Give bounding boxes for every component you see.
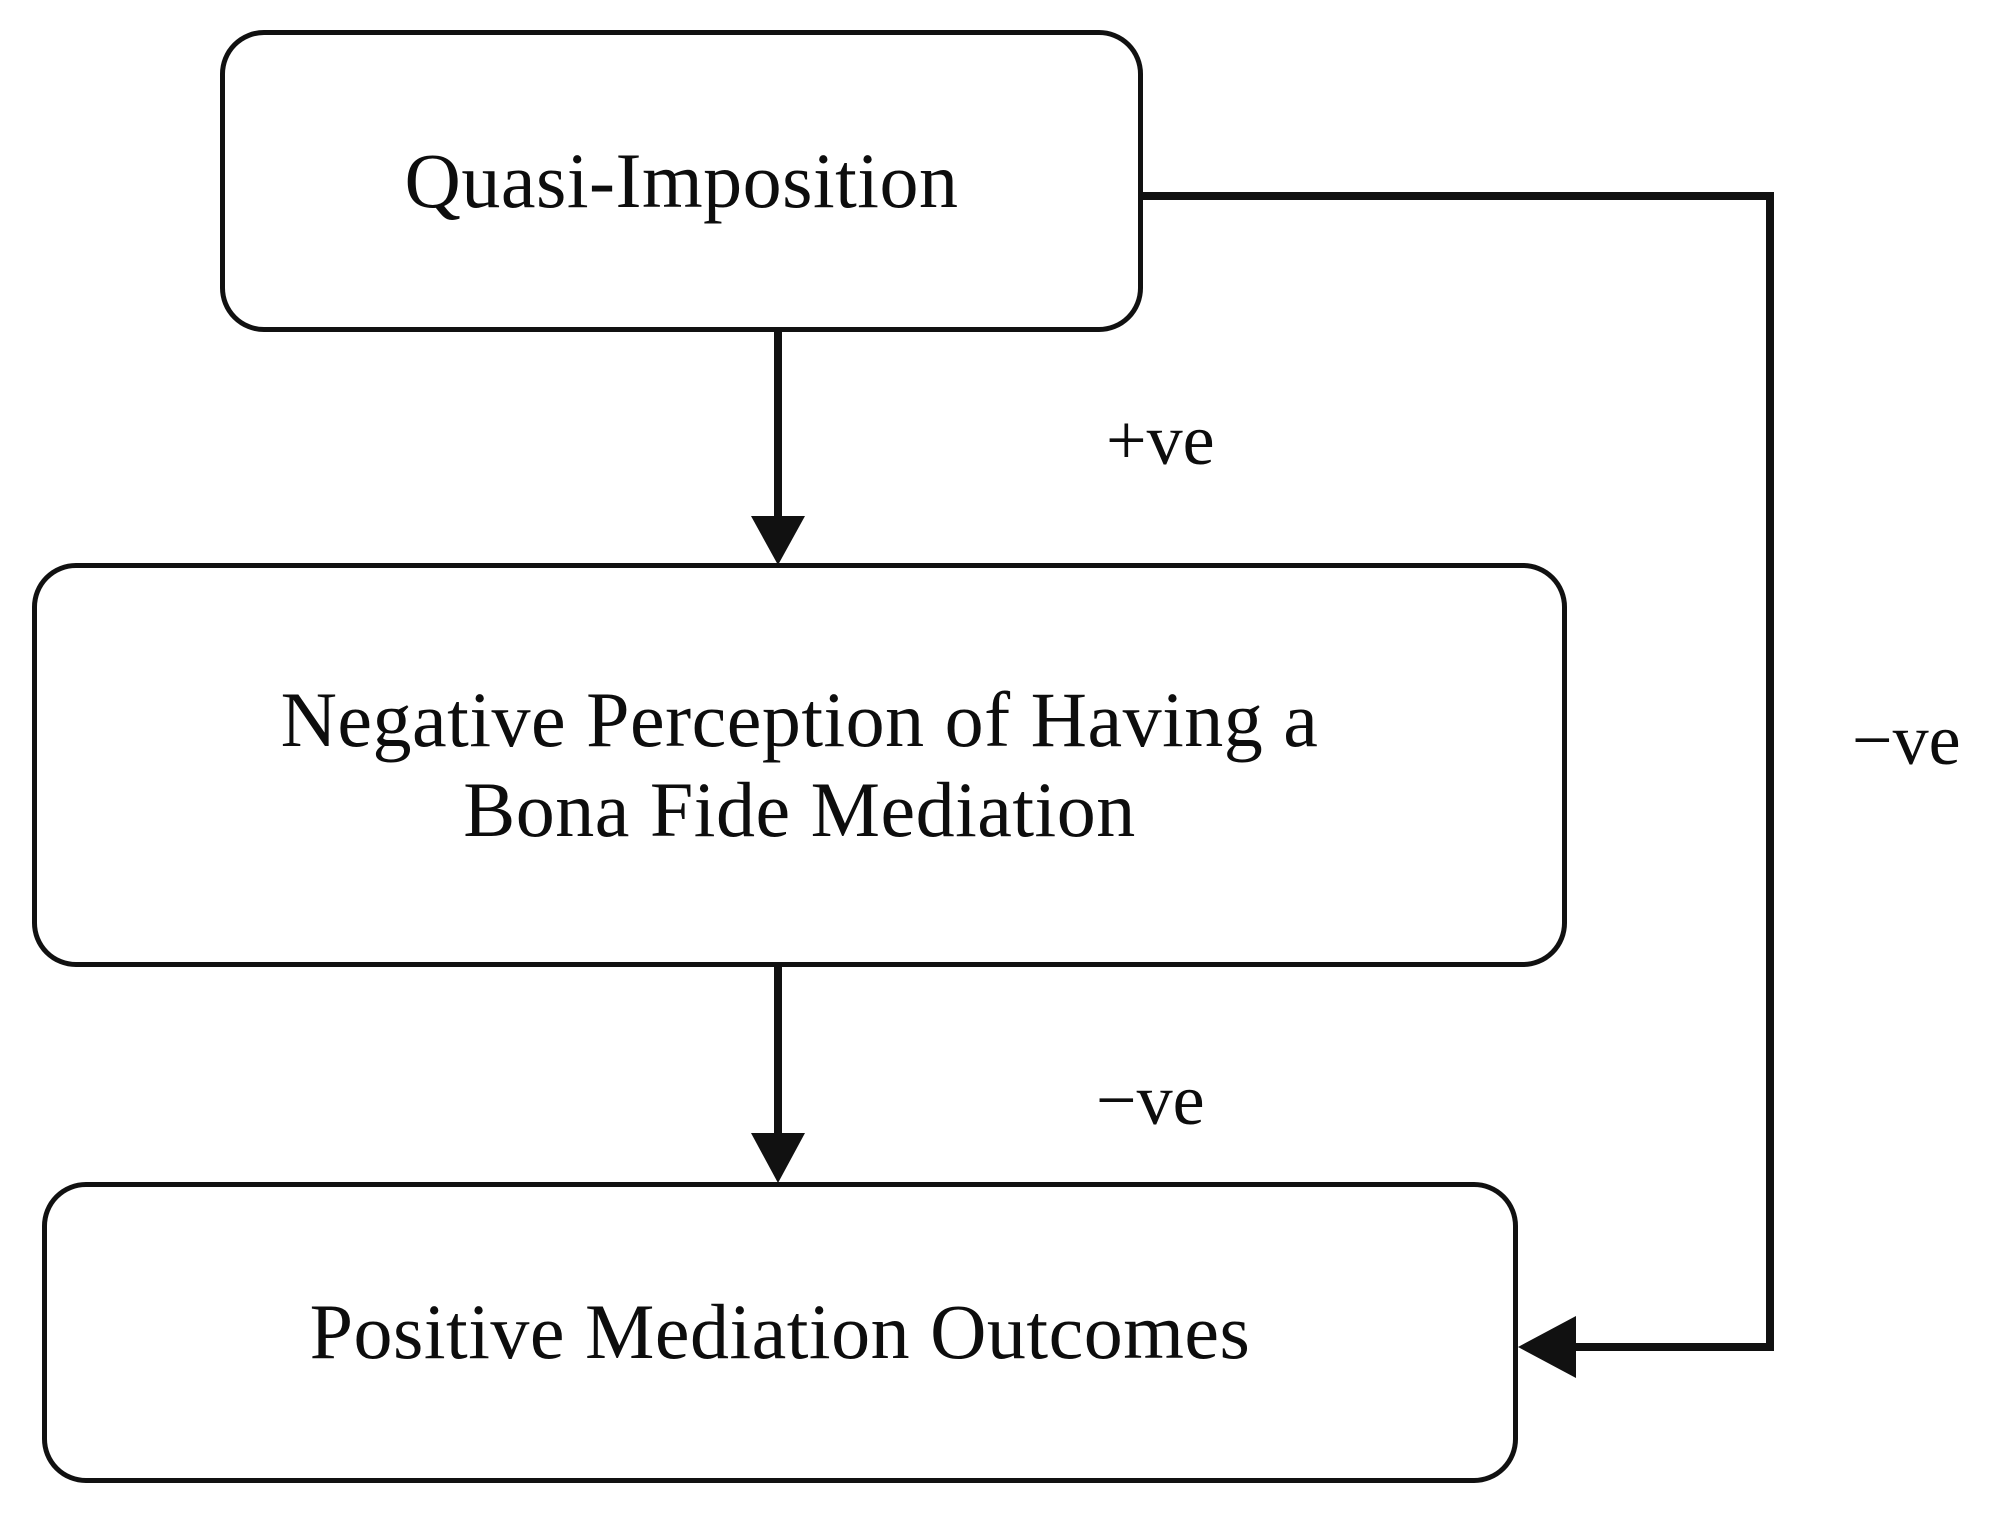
edge-label-plus-ve: +ve bbox=[1106, 400, 1215, 480]
edge-label-minus-ve-mid: −ve bbox=[1096, 1060, 1205, 1140]
node-negative-perception-label: Negative Perception of Having a Bona Fid… bbox=[280, 675, 1319, 853]
connector-negative-to-positive bbox=[751, 967, 805, 1183]
node-positive-outcomes-label: Positive Mediation Outcomes bbox=[309, 1288, 1251, 1376]
node-negative-perception[interactable]: Negative Perception of Having a Bona Fid… bbox=[32, 563, 1567, 967]
node-positive-outcomes[interactable]: Positive Mediation Outcomes bbox=[42, 1182, 1518, 1483]
connector-quasi-to-negative bbox=[751, 332, 805, 565]
node-quasi-imposition-label: Quasi-Imposition bbox=[404, 136, 959, 224]
edge-label-minus-ve-feedback: −ve bbox=[1852, 700, 1961, 780]
connector-quasi-to-positive-feedback bbox=[1143, 192, 1774, 1378]
node-quasi-imposition[interactable]: Quasi-Imposition bbox=[220, 30, 1143, 332]
